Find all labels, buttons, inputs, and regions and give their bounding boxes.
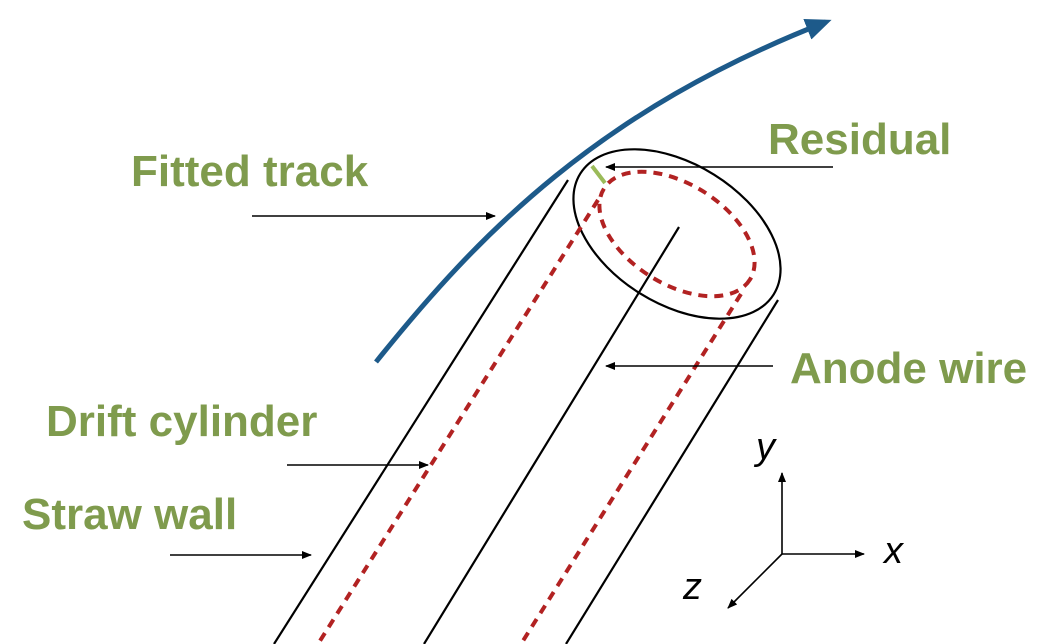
- residual-mark: [590, 164, 607, 185]
- drift-cylinder-end-cap: [597, 169, 757, 299]
- drift-cylinder-right-edge: [519, 292, 743, 644]
- straw-wall-label: Straw wall: [22, 490, 237, 539]
- fitted-track-label: Fitted track: [131, 147, 369, 196]
- straw-wall: [273, 148, 782, 644]
- fitted-track: [374, 19, 832, 364]
- coordinate-axes: y x z: [682, 426, 905, 609]
- straw-wall-right-edge: [565, 299, 779, 644]
- drift-cylinder-left-edge: [316, 198, 600, 644]
- z-axis-arrow: [727, 553, 783, 609]
- drift-cylinder-label: Drift cylinder: [46, 397, 317, 446]
- drift-cylinder: [316, 169, 757, 644]
- straw-wall-end-cap: [572, 148, 782, 320]
- straw-wall-left-edge: [273, 179, 569, 644]
- residual-label: Residual: [768, 115, 951, 164]
- y-axis-label: y: [753, 426, 777, 468]
- z-axis-label: z: [682, 566, 702, 608]
- anode-wire-label: Anode wire: [790, 344, 1027, 393]
- x-axis-label: x: [882, 530, 905, 572]
- anode-wire: [423, 226, 680, 644]
